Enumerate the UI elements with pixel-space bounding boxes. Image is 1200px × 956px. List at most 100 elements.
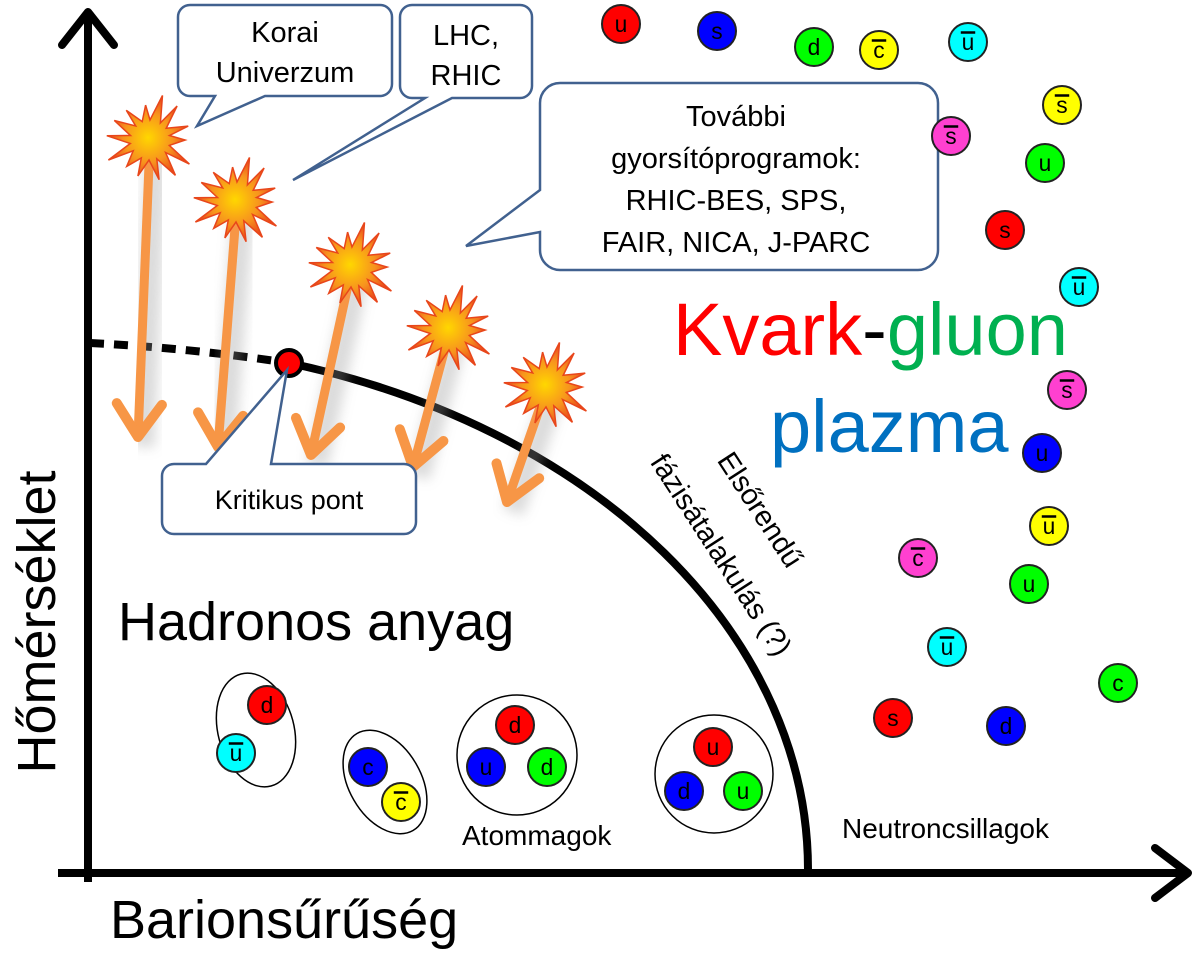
quark-label: d (678, 778, 691, 804)
quark-u: u (1009, 564, 1049, 604)
antiquark-s: s (1042, 85, 1082, 125)
quark-u: u (1022, 433, 1062, 473)
nuclei-label: Atommagok (462, 820, 612, 851)
quark-s: s (697, 11, 737, 51)
y-axis (58, 8, 118, 882)
antiquark-c: c (898, 538, 938, 578)
quark-label: u (962, 29, 975, 55)
quark-label: u (615, 11, 628, 37)
antiquark-s: s (931, 116, 971, 156)
callout-further-line4: FAIR, NICA, J-PARC (602, 227, 871, 259)
collision-trajectory (193, 157, 277, 458)
antiquark-u: u (948, 22, 988, 62)
quark-c: c (1098, 663, 1138, 703)
quark-label: d (509, 712, 522, 738)
callout-further-line3: RHIC-BES, SPS, (626, 185, 847, 217)
explosion-icon (406, 285, 490, 371)
callout-early-universe-line1: Korai (251, 17, 319, 49)
hadron-boundary (342, 729, 428, 835)
quark-label: c (1112, 670, 1123, 696)
callout-lhc-line1: LHC, (433, 20, 499, 52)
quark-label: u (1036, 440, 1049, 466)
antiquark-u: u (1029, 506, 1069, 546)
callout-further-line2: gyorsítóprogramok: (611, 143, 861, 175)
quark-u: u (1025, 143, 1065, 183)
qgp-label-line1: Kvark-gluon (673, 288, 1068, 371)
meson-d-ubar: du (215, 672, 297, 788)
quark-label: u (737, 778, 750, 804)
callout-early-universe-line2: Univerzum (216, 57, 355, 89)
x-axis-label: Barionsűrűség (110, 890, 458, 950)
quark-d: d (664, 771, 704, 811)
quark-d: d (986, 706, 1026, 746)
first-order-phase-line (288, 359, 813, 871)
quark-label: u (1023, 571, 1036, 597)
quark-label: c (912, 545, 923, 571)
collision-trajectory (106, 95, 190, 448)
antiquark-u: u (216, 733, 256, 773)
collision-trajectories (106, 95, 587, 516)
callout-critical-point: Kritikus pont (160, 365, 418, 536)
arrow-shadow (306, 274, 369, 468)
quark-u: u (601, 4, 641, 44)
callout-critical-point-text: Kritikus pont (215, 485, 364, 515)
y-axis-label: Hőmérséklet (7, 470, 67, 773)
quark-c: c (348, 747, 388, 787)
arrow-shadow (213, 211, 254, 458)
quark-d: d (495, 705, 535, 745)
arrow-head (290, 412, 346, 460)
collision-trajectory (394, 285, 490, 480)
quark-label: c (362, 754, 373, 780)
quark-d: d (247, 685, 287, 725)
quark-label: d (808, 34, 821, 60)
explosion-icon (308, 222, 392, 308)
callout-lhc-line2: RHIC (431, 60, 502, 92)
cooling-arrow (306, 266, 357, 456)
quark-d: d (794, 27, 834, 67)
arrow-head (193, 407, 249, 452)
antiquark-u: u (927, 627, 967, 667)
quark-label: s (711, 18, 722, 44)
arrow-shadow (133, 149, 167, 448)
explosion-icon (503, 342, 587, 428)
antiquark-c: c (859, 30, 899, 70)
quark-label: c (873, 37, 884, 63)
qgp-gluon: gluon (887, 288, 1068, 371)
quark-s: s (985, 210, 1025, 250)
hadron-boundary (215, 672, 297, 788)
antiquark-u: u (1059, 267, 1099, 307)
quark-u: u (466, 747, 506, 787)
x-axis (58, 844, 1192, 902)
hadronic-matter-label: Hadronos anyag (118, 592, 514, 652)
antiquark-s: s (1047, 370, 1087, 410)
quark-label: s (1061, 377, 1072, 403)
quark-s: s (873, 698, 913, 738)
explosion-icon (193, 157, 277, 243)
quark-label: u (230, 740, 243, 766)
quark-label: u (941, 634, 954, 660)
callout-early-universe: Korai Univerzum (176, 3, 394, 129)
collision-trajectory (491, 342, 587, 516)
quark-label: s (945, 123, 956, 149)
neutron-stars-label: Neutroncsillagok (842, 813, 1050, 844)
explosion-icon (106, 95, 190, 181)
arrow-head (111, 398, 167, 442)
quark-d: d (527, 747, 567, 787)
quark-label: s (887, 705, 898, 731)
quark-u: u (723, 771, 763, 811)
quark-label: s (999, 217, 1010, 243)
quark-label: u (1043, 513, 1056, 539)
quark-label: c (395, 789, 406, 815)
arrow-head (491, 458, 545, 507)
quark-label: d (261, 692, 274, 718)
antiquark-c: c (381, 782, 421, 822)
callout-lhc-rhic: LHC, RHIC (292, 3, 534, 182)
quark-label: u (1073, 274, 1086, 300)
cooling-arrow (213, 201, 242, 448)
